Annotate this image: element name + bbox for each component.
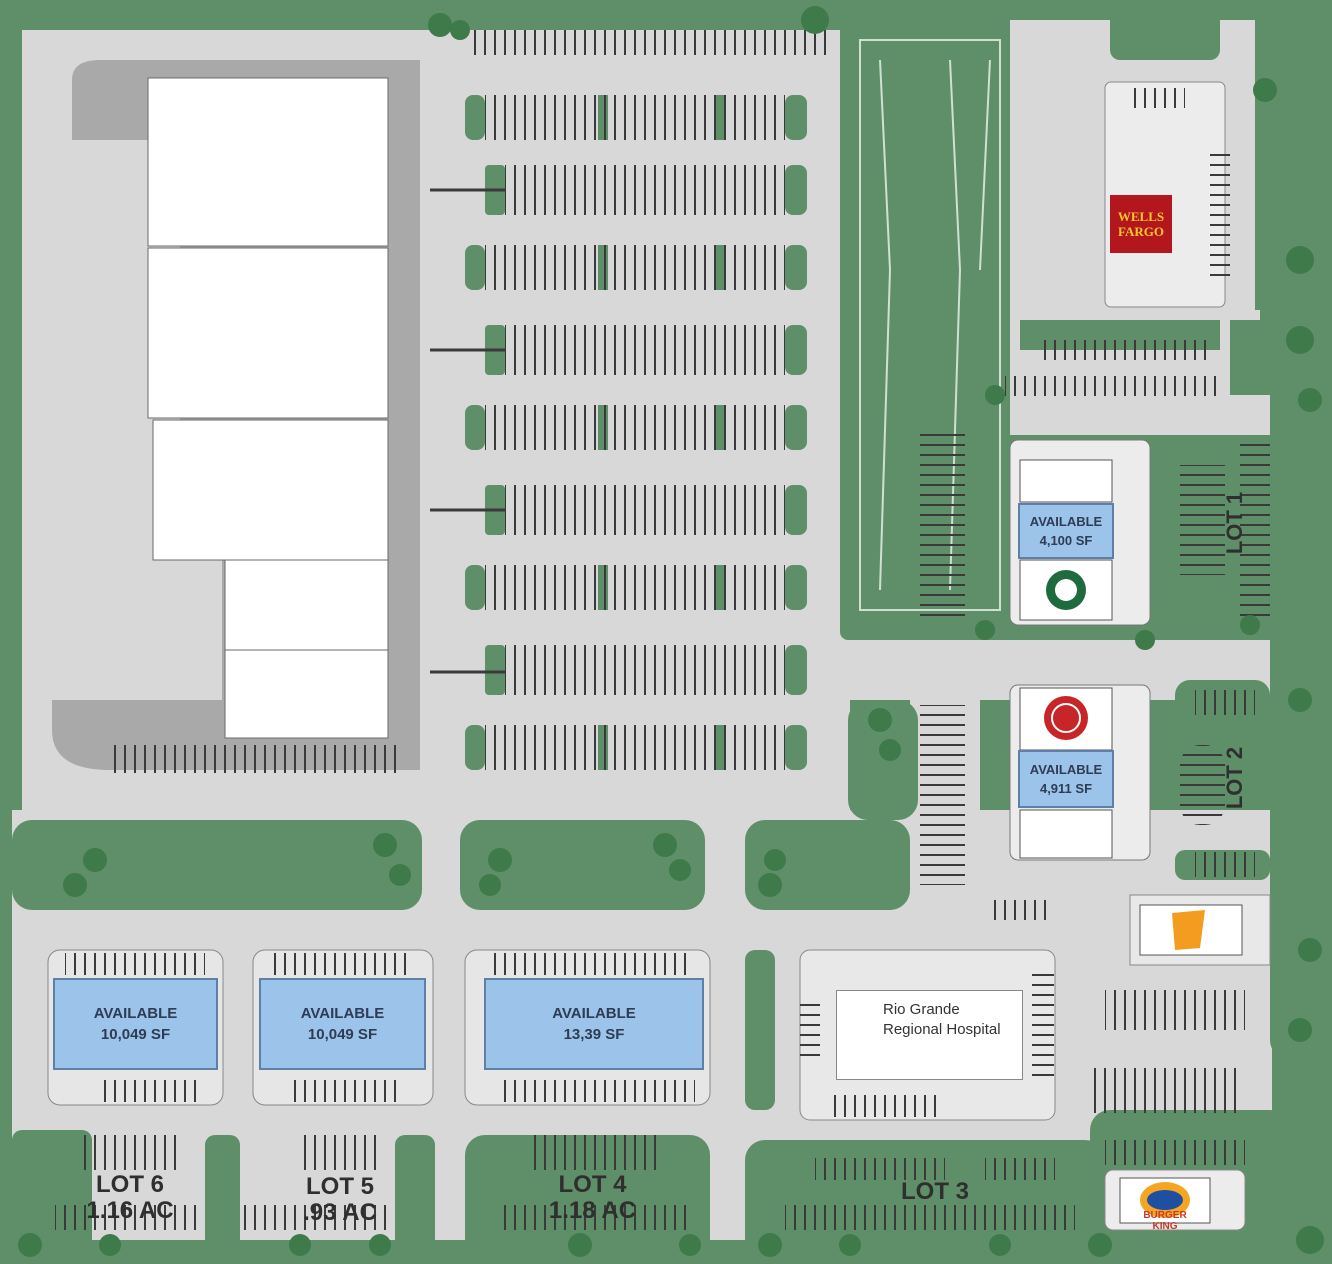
lot-4-size: 1.18 AC (548, 1197, 637, 1224)
anchor-building (52, 60, 420, 773)
available-label: AVAILABLE (1029, 514, 1103, 529)
available-label: AVAILABLE (552, 1005, 636, 1022)
lot-5-label[interactable]: LOT 5 .93 AC (280, 1174, 400, 1226)
hospital-building[interactable]: Rio Grande Regional Hospital (836, 990, 1023, 1080)
bank-line-2: FARGO (1118, 224, 1164, 239)
burger-king-pad (1104, 1140, 1246, 1231)
lot-5-size: .93 AC (303, 1199, 377, 1226)
lot-6-label[interactable]: LOT 6 1.16 AC (70, 1172, 190, 1224)
wells-fargo-sign: WELLS FARGO (1110, 195, 1172, 253)
lot-1-label[interactable]: LOT 1 (1222, 491, 1247, 555)
hospital-name-line-1: Rio Grande (883, 1001, 960, 1018)
available-space-lot1[interactable]: AVAILABLE 4,100 SF (1018, 503, 1114, 559)
burger-king-label: BURGER KING (1143, 1210, 1187, 1232)
parking-rows (430, 30, 830, 770)
walking-path (859, 39, 1001, 611)
available-label: AVAILABLE (93, 1005, 178, 1022)
available-size: 10,049 SF (100, 1026, 171, 1043)
lot-2-pad (920, 684, 1255, 885)
available-space-lot2[interactable]: AVAILABLE 4,911 SF (1018, 750, 1114, 808)
available-size: 10,049 SF (307, 1026, 378, 1043)
lot-6-name: LOT 6 (95, 1171, 164, 1198)
lot-6-size: 1.16 AC (86, 1197, 174, 1224)
trees (18, 6, 1324, 1257)
available-size: 13,39 SF (563, 1026, 625, 1043)
available-size: 4,100 SF (1039, 533, 1093, 548)
lot-4-name: LOT 4 (558, 1171, 627, 1198)
available-space-lot6[interactable]: AVAILABLE 10,049 SF (53, 978, 218, 1070)
available-label: AVAILABLE (1029, 762, 1103, 777)
available-label: AVAILABLE (300, 1005, 385, 1022)
lot-5-name: LOT 5 (305, 1173, 374, 1200)
lot-4-label[interactable]: LOT 4 1.18 AC (530, 1172, 655, 1224)
orange-restaurant-pad (990, 894, 1271, 1113)
lot-3-label[interactable]: LOT 3 (900, 1178, 969, 1205)
bank-line-1: WELLS (1117, 209, 1165, 224)
available-size: 4,911 SF (1039, 781, 1093, 796)
hospital-name: Rio Grande Regional Hospital (883, 1000, 1001, 1040)
fork-knife-icon (1044, 696, 1088, 740)
available-space-lot5[interactable]: AVAILABLE 10,049 SF (259, 978, 426, 1070)
bank-pad (1005, 81, 1230, 396)
available-space-lot4[interactable]: AVAILABLE 13,39 SF (484, 978, 704, 1070)
orange-sign-icon (1172, 910, 1205, 950)
hospital-name-line-2: Regional Hospital (883, 1021, 1001, 1038)
lot-2-label[interactable]: LOT 2 (1222, 746, 1247, 810)
